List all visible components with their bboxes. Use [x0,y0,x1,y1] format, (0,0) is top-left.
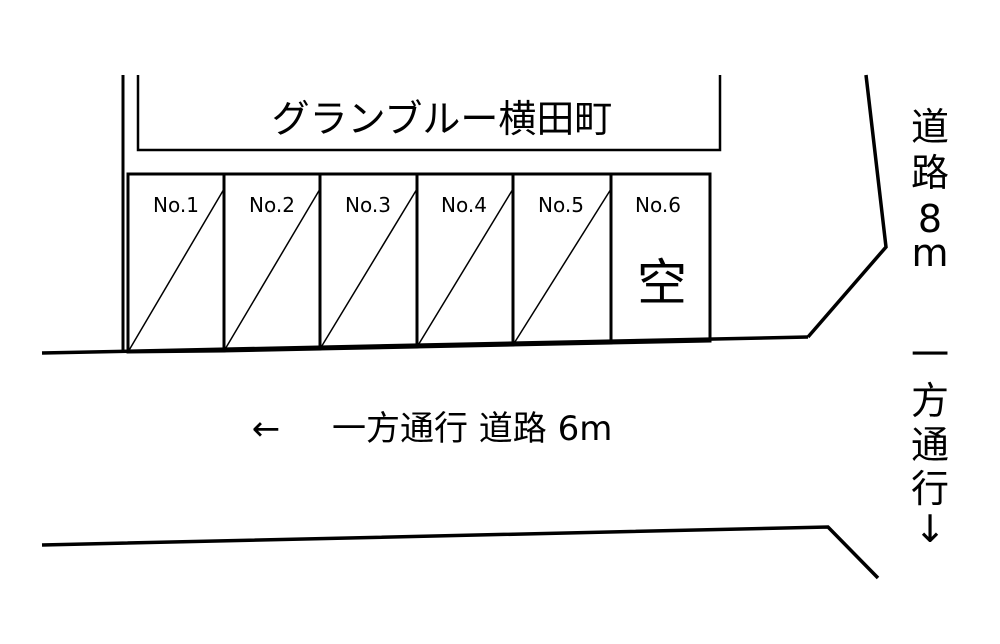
building-name: グランブルー横田町 [272,97,613,141]
occupied-slash [319,188,418,350]
road-edge-lower [41,525,880,580]
parking-space-2: No.2 [222,172,322,353]
space-label-5: No.5 [538,193,584,217]
side-road-oneway-char: 行 [911,467,949,511]
parking-space-4: No.4 [415,172,515,349]
side-road-oneway-label: 一 方 通 行 ↓ [911,333,949,551]
side-road-direction-arrow: ↓ [914,507,946,551]
occupied-slash [127,188,225,353]
side-road-oneway-char: 一 [911,333,949,377]
side-road-label: 道 路 8 m [911,105,949,275]
side-road-oneway-char: 方 [911,379,949,423]
parking-spaces: No.1 No.2 No.3 No.4 No.5 No.6 空 [126,172,712,354]
space-label-1: No.1 [153,193,199,217]
side-road-char: 8 [918,197,942,241]
space-label-6: No.6 [635,193,681,217]
parking-space-3: No.3 [318,172,419,351]
parking-space-1: No.1 [126,172,226,354]
main-road-label: 一方通行 道路 6m [332,409,612,449]
space-label-2: No.2 [249,193,295,217]
road-direction-arrow: ← [252,409,281,449]
occupied-slash [223,188,321,352]
side-road-char: 路 [911,151,949,195]
building-outline [136,75,722,152]
side-road-char: m [911,231,948,275]
vacant-status: 空 [637,254,687,312]
occupied-slash [512,188,612,346]
lot-boundary-right [806,74,888,339]
side-road-char: 道 [911,105,949,149]
parking-space-6: No.6 空 [609,172,712,345]
space-label-4: No.4 [441,193,487,217]
occupied-slash [416,188,514,348]
parking-space-5: No.5 [511,172,613,347]
space-label-3: No.3 [345,193,391,217]
side-road-oneway-char: 通 [911,423,949,467]
